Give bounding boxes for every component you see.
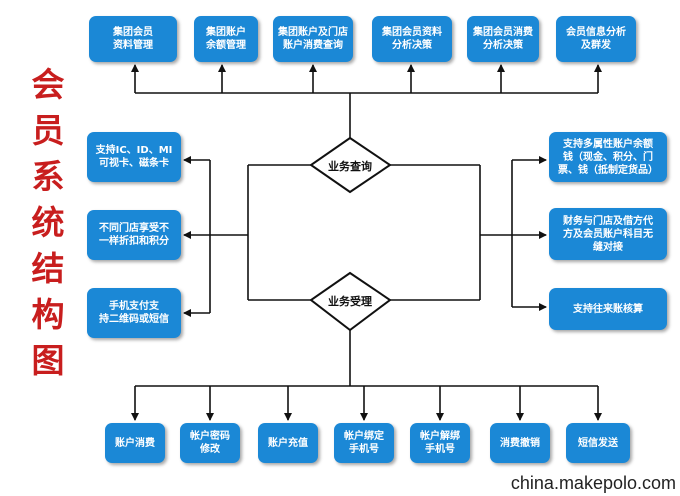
bottom-box-unbind-phone: 帐户解绑手机号 — [410, 423, 470, 463]
title-char: 构 — [31, 295, 65, 334]
title-char: 系 — [31, 157, 65, 196]
diamond-query-label: 业务查询 — [328, 160, 372, 173]
top-box-member-analysis: 集团会员资料分析决策 — [372, 16, 452, 62]
bottom-box-bind-phone: 帐户绑定手机号 — [334, 423, 394, 463]
query-diamond-shape — [309, 136, 392, 194]
watermark-text: china.makepolo.com — [510, 473, 676, 493]
bottom-box-account-consume: 账户消费 — [105, 423, 165, 463]
right-box-accounts-settlement: 支持往来账核算 — [549, 288, 667, 330]
diamond-accept-label: 业务受理 — [328, 295, 372, 308]
bottom-box-consume-cancel: 消费撤销 — [490, 423, 550, 463]
right-box-multi-account: 支持多属性账户余额钱（现金、积分、门票、钱（抵制定货品） — [549, 132, 667, 182]
top-box-account-balance: 集团账户余额管理 — [194, 16, 258, 62]
title-char: 会 — [31, 65, 65, 104]
right-box-finance-link: 财务与门店及借方代方及会员账户科目无缝对接 — [549, 208, 667, 260]
title-char: 结 — [31, 249, 65, 288]
diagram-title: 会 员 系 统 结 构 图 — [28, 62, 68, 384]
top-box-member-data: 集团会员资料管理 — [89, 16, 177, 62]
top-box-info-broadcast: 会员信息分析及群发 — [556, 16, 636, 62]
top-box-consumption-analysis: 集团会员消费分析决策 — [467, 16, 539, 62]
title-char: 图 — [31, 341, 65, 380]
accept-diamond-shape — [309, 271, 392, 332]
left-box-store-discount: 不同门店享受不一样折扣和积分 — [87, 210, 181, 260]
title-char: 统 — [31, 203, 65, 242]
bottom-box-recharge: 账户充值 — [258, 423, 318, 463]
left-box-mobile-pay: 手机支付支持二维码或短信 — [87, 288, 181, 338]
top-box-consumption-query: 集团账户及门店账户消费查询 — [273, 16, 353, 62]
bottom-box-password-change: 帐户密码修改 — [180, 423, 240, 463]
bottom-box-sms-send: 短信发送 — [566, 423, 630, 463]
title-char: 员 — [31, 111, 65, 150]
